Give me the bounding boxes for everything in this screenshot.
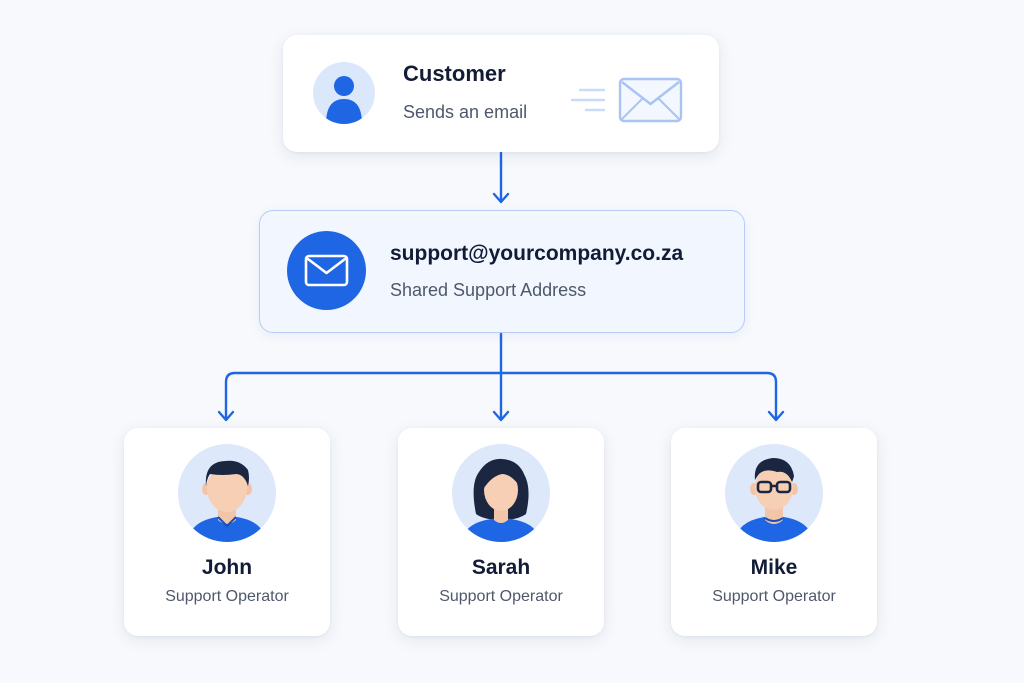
user-icon — [313, 62, 375, 124]
operator-name: John — [201, 556, 253, 579]
male-avatar-glasses-icon — [725, 444, 823, 542]
operator-name: Mike — [750, 556, 798, 579]
arrowhead-to-mike — [767, 410, 785, 422]
customer-subtitle: Sends an email — [403, 102, 528, 122]
female-avatar-icon — [452, 444, 550, 542]
operator-role: Support Operator — [165, 588, 289, 605]
support-subtitle: Shared Support Address — [390, 280, 587, 300]
mail-icon — [287, 231, 366, 310]
operator-role: Support Operator — [712, 588, 836, 605]
male-avatar-icon — [178, 444, 276, 542]
operator-card-sarah: Sarah Support Operator — [398, 428, 604, 636]
arrowhead-to-sarah — [492, 410, 510, 422]
operator-name: Sarah — [471, 556, 531, 579]
operator-role: Support Operator — [439, 588, 563, 605]
customer-title: Customer — [403, 61, 506, 86]
support-email: support@yourcompany.co.za — [390, 242, 684, 265]
operator-card-mike: Mike Support Operator — [671, 428, 877, 636]
arrowhead-to-john — [217, 410, 235, 422]
envelope-icon — [570, 77, 683, 123]
arrow-branch-line — [224, 371, 778, 421]
arrowhead-customer-to-support — [492, 192, 510, 204]
operator-card-john: John Support Operator — [124, 428, 330, 636]
